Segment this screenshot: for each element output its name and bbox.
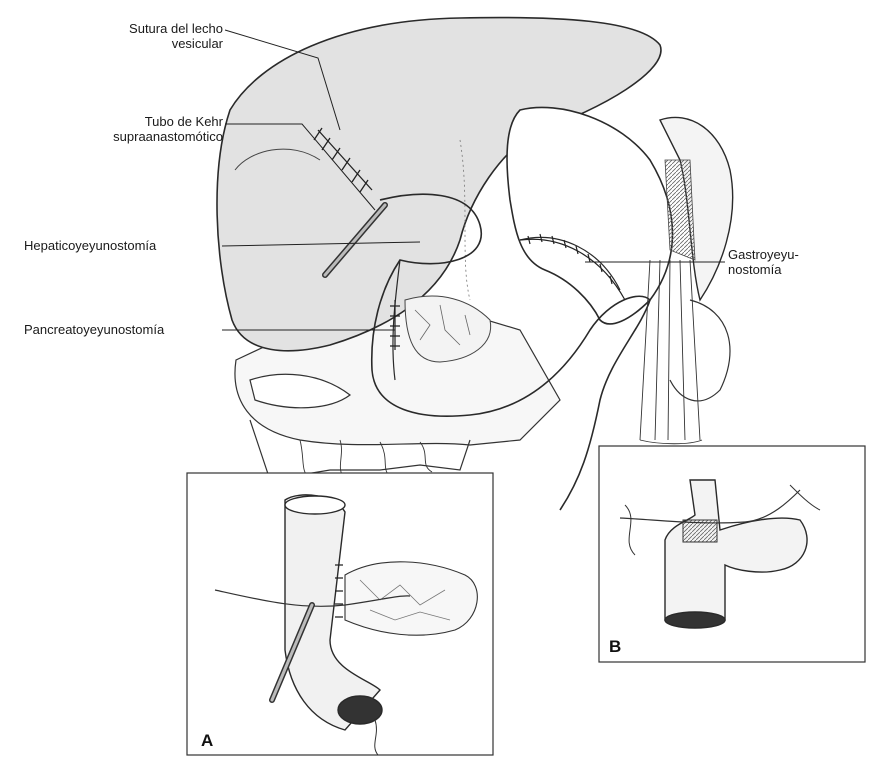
label-kehr-line1: Tubo de Kehr xyxy=(40,114,223,129)
label-pancreatoyeyunostomia: Pancreatoyeyunostomía xyxy=(24,322,164,337)
label-gastro-line2: nostomía xyxy=(728,262,799,277)
inset-b xyxy=(599,446,865,662)
inset-b-letter: B xyxy=(609,637,621,657)
label-kehr-line2: supraanastomótico xyxy=(40,129,223,144)
label-gastro-line1: Gastroyeyu- xyxy=(728,247,799,262)
inset-a xyxy=(187,473,493,755)
label-gastroyeyunostomia: Gastroyeyu- nostomía xyxy=(728,247,799,277)
label-sutura-line1: Sutura del lecho xyxy=(60,21,223,36)
label-sutura-lecho-vesicular: Sutura del lecho vesicular xyxy=(60,21,223,51)
label-sutura-line2: vesicular xyxy=(60,36,223,51)
label-tubo-kehr: Tubo de Kehr supraanastomótico xyxy=(40,114,223,144)
inset-a-letter: A xyxy=(201,731,213,751)
label-hepaticoyeyunostomia: Hepaticoyeyunostomía xyxy=(24,238,156,253)
